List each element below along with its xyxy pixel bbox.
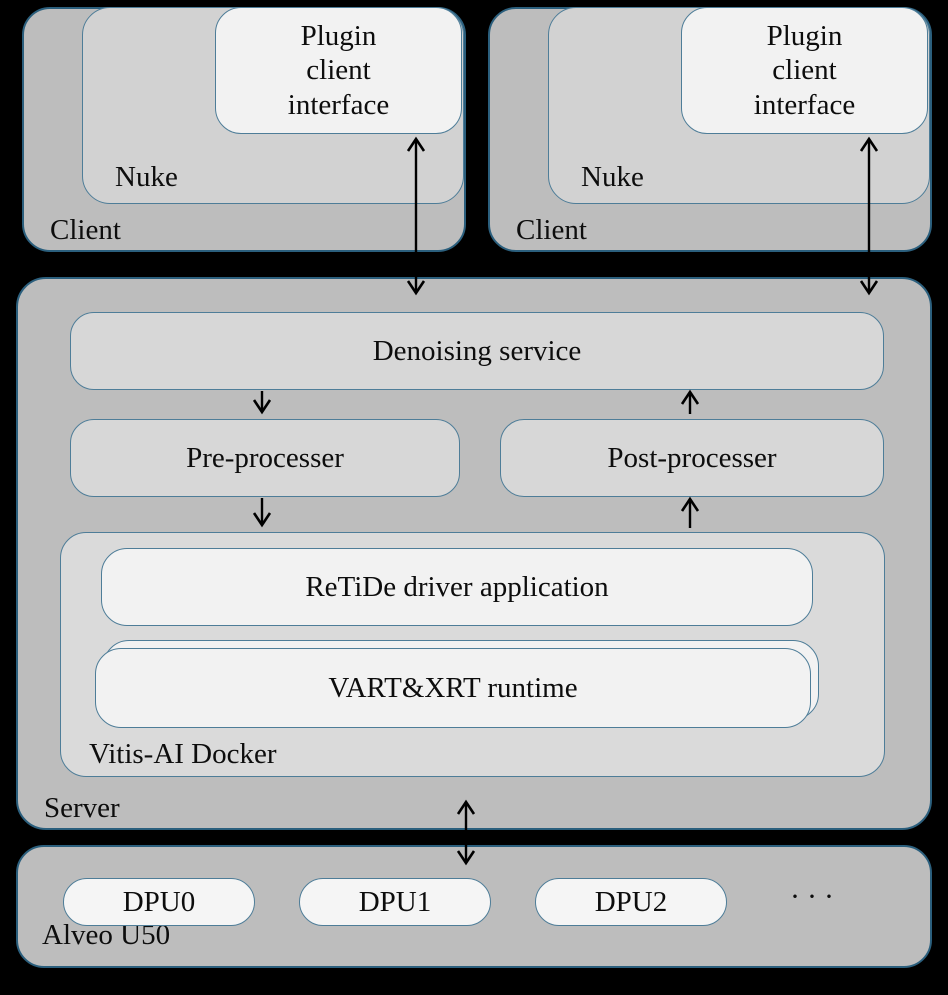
dpu1-box: DPU1 bbox=[299, 878, 491, 926]
pre-processer-label: Pre-processer bbox=[186, 441, 344, 474]
post-processer-label: Post-processer bbox=[607, 441, 777, 474]
nuke-box-1: Nuke Plugin client interface bbox=[82, 7, 464, 204]
vart-xrt-runtime-stack: VART&XRT runtime bbox=[95, 640, 819, 734]
plugin-client-interface-box-2: Plugin client interface bbox=[681, 7, 928, 134]
vitis-ai-docker-box: Vitis-AI Docker ReTiDe driver applicatio… bbox=[60, 532, 885, 777]
client-box-2: Client Nuke Plugin client interface bbox=[488, 7, 932, 252]
dpu2-box: DPU2 bbox=[535, 878, 727, 926]
server-label: Server bbox=[44, 792, 120, 824]
client-2-label: Client bbox=[516, 214, 587, 246]
alveo-u50-box: Alveo U50 DPU0 DPU1 DPU2 ··· bbox=[16, 845, 932, 968]
client-1-label: Client bbox=[50, 214, 121, 246]
denoising-service-box: Denoising service bbox=[70, 312, 884, 390]
nuke-2-label: Nuke bbox=[581, 161, 644, 193]
dpu-ellipsis: ··· bbox=[790, 880, 841, 913]
dpu1-label: DPU1 bbox=[358, 885, 432, 918]
plugin-client-interface-1-label: Plugin client interface bbox=[287, 20, 390, 121]
nuke-1-label: Nuke bbox=[115, 161, 178, 193]
dpu0-box: DPU0 bbox=[63, 878, 255, 926]
pre-processer-box: Pre-processer bbox=[70, 419, 460, 497]
vart-xrt-runtime-box: VART&XRT runtime bbox=[95, 648, 811, 728]
vitis-ai-docker-label: Vitis-AI Docker bbox=[89, 738, 277, 770]
dpu0-label: DPU0 bbox=[122, 885, 196, 918]
retide-driver-application-label: ReTiDe driver application bbox=[305, 570, 609, 603]
client-box-1: Client Nuke Plugin client interface bbox=[22, 7, 466, 252]
vart-xrt-runtime-label: VART&XRT runtime bbox=[328, 671, 578, 704]
post-processer-box: Post-processer bbox=[500, 419, 884, 497]
server-box: Server Denoising service Pre-processer P… bbox=[16, 277, 932, 830]
plugin-client-interface-2-label: Plugin client interface bbox=[753, 20, 856, 121]
retide-driver-application-box: ReTiDe driver application bbox=[101, 548, 813, 626]
dpu2-label: DPU2 bbox=[594, 885, 668, 918]
plugin-client-interface-box-1: Plugin client interface bbox=[215, 7, 462, 134]
nuke-box-2: Nuke Plugin client interface bbox=[548, 7, 930, 204]
denoising-service-label: Denoising service bbox=[372, 334, 582, 367]
